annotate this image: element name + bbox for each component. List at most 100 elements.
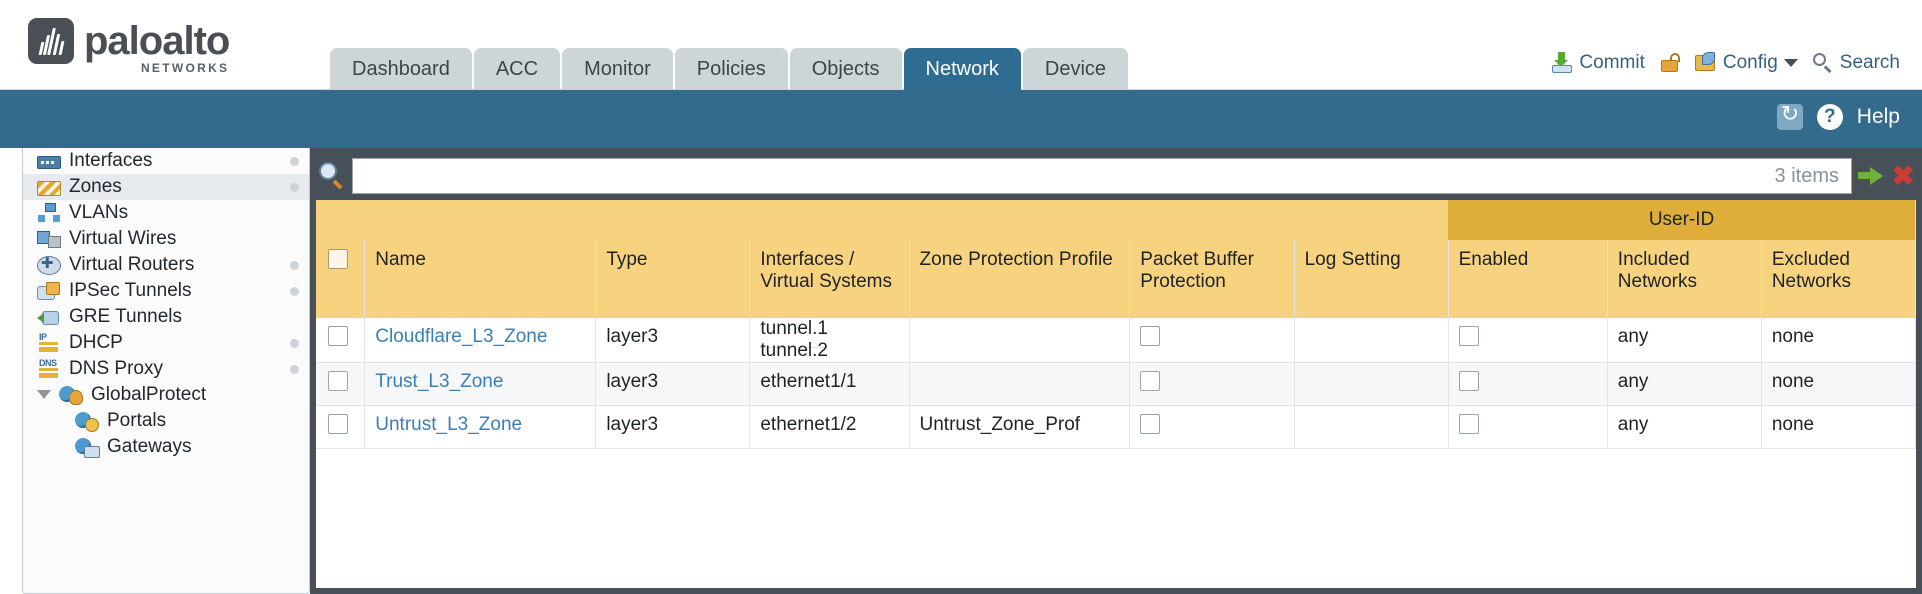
cell-zone-protection-profile <box>909 362 1131 406</box>
column-header-included-networks[interactable]: Included Networks <box>1607 240 1762 318</box>
row-checkbox[interactable] <box>328 326 348 346</box>
column-header-excluded-networks[interactable]: Excluded Networks <box>1761 240 1916 318</box>
gre-tunnels-icon <box>37 307 61 327</box>
gateways-icon <box>75 437 100 458</box>
column-header-name[interactable]: Name <box>364 240 597 318</box>
cell-enabled[interactable] <box>1448 405 1608 449</box>
row-select-cell[interactable] <box>316 362 366 406</box>
config-menu[interactable]: Config <box>1694 52 1798 74</box>
sidebar-item-label: GRE Tunnels <box>69 306 182 327</box>
config-wrench-icon <box>1694 52 1717 74</box>
expander-triangle-icon[interactable] <box>37 390 51 399</box>
cell-enabled[interactable] <box>1448 362 1608 406</box>
column-header-type[interactable]: Type <box>595 240 751 318</box>
commit-label: Commit <box>1579 52 1645 73</box>
column-header-interfaces[interactable]: Interfaces / Virtual Systems <box>749 240 910 318</box>
table-row[interactable]: Trust_L3_Zone layer3 ethernet1/1 any non… <box>316 362 1916 406</box>
cell-enabled[interactable] <box>1448 318 1608 363</box>
user-id-enabled-checkbox[interactable] <box>1458 414 1479 434</box>
cell-excluded-networks: none <box>1761 405 1916 449</box>
tab-network[interactable]: Network <box>903 48 1021 90</box>
select-all-header[interactable] <box>316 240 366 318</box>
tab-acc[interactable]: ACC <box>473 48 561 90</box>
sidebar-item-label: GlobalProtect <box>91 384 207 405</box>
zones-icon <box>37 180 61 196</box>
config-label: Config <box>1722 52 1778 73</box>
column-header-zone-protection-profile[interactable]: Zone Protection Profile <box>909 240 1131 318</box>
brand-logo[interactable]: paloalto NETWORKS <box>28 18 230 75</box>
sidebar-item-label: Virtual Routers <box>69 254 195 275</box>
row-checkbox[interactable] <box>328 414 348 434</box>
sidebar-item-zones[interactable]: Zones <box>23 174 309 200</box>
commit-icon <box>1551 52 1573 74</box>
tab-device[interactable]: Device <box>1022 48 1129 90</box>
packet-buffer-protection-checkbox[interactable] <box>1140 326 1161 346</box>
sidebar-item-label: VLANs <box>69 202 129 223</box>
refresh-icon[interactable] <box>1776 101 1803 130</box>
cell-name[interactable]: Trust_L3_Zone <box>364 362 597 406</box>
row-checkbox[interactable] <box>328 371 348 391</box>
cell-packet-buffer-protection[interactable] <box>1129 362 1295 406</box>
cell-log-setting <box>1294 362 1449 406</box>
status-dot <box>290 157 299 166</box>
user-id-enabled-checkbox[interactable] <box>1458 326 1479 346</box>
cell-packet-buffer-protection[interactable] <box>1129 318 1295 363</box>
sidebar-item-gre-tunnels[interactable]: GRE Tunnels <box>23 304 309 330</box>
sidebar-item-interfaces[interactable]: Interfaces <box>23 148 309 174</box>
table-group-header-row: User-ID <box>316 200 1916 240</box>
cell-interfaces: ethernet1/2 <box>749 405 910 449</box>
table-row[interactable]: Untrust_L3_Zone layer3 ethernet1/2 Untru… <box>316 405 1916 449</box>
table-row[interactable]: Cloudflare_L3_Zone layer3 tunnel.1 tunne… <box>316 310 1916 363</box>
column-header-enabled[interactable]: Enabled <box>1448 240 1608 318</box>
search-input[interactable]: 3 items <box>352 158 1852 194</box>
tab-objects[interactable]: Objects <box>789 48 902 90</box>
brand-name: paloalto <box>84 19 230 63</box>
clear-filter-icon[interactable]: ✖ <box>1891 161 1915 191</box>
packet-buffer-protection-checkbox[interactable] <box>1140 371 1161 391</box>
cell-name[interactable]: Cloudflare_L3_Zone <box>364 318 597 363</box>
sidebar-item-portals[interactable]: Portals <box>23 408 309 434</box>
sidebar-item-ipsec-tunnels[interactable]: IPSec Tunnels <box>23 278 309 304</box>
tab-dashboard[interactable]: Dashboard <box>330 48 472 90</box>
help-label[interactable]: Help <box>1856 105 1900 128</box>
sidebar-item-virtual-routers[interactable]: Virtual Routers <box>23 252 309 278</box>
row-select-cell[interactable] <box>316 405 366 449</box>
tab-monitor[interactable]: Monitor <box>562 48 673 90</box>
cell-type: layer3 <box>595 362 751 406</box>
sidebar-item-globalprotect[interactable]: GlobalProtect <box>23 382 309 408</box>
packet-buffer-protection-checkbox[interactable] <box>1140 414 1161 434</box>
search-button[interactable]: Search <box>1812 52 1900 74</box>
search-icon[interactable] <box>316 161 346 191</box>
search-label: Search <box>1839 52 1900 73</box>
column-header-packet-buffer-protection[interactable]: Packet Buffer Protection <box>1129 240 1295 318</box>
select-all-checkbox[interactable] <box>328 249 348 269</box>
apply-filter-arrow-icon[interactable] <box>1858 163 1884 189</box>
commit-button[interactable]: Commit <box>1551 52 1645 74</box>
dhcp-icon: IP <box>37 332 61 353</box>
sidebar-item-dns-proxy[interactable]: DNS DNS Proxy <box>23 356 309 382</box>
sidebar-item-label: IPSec Tunnels <box>69 280 192 301</box>
cell-name[interactable]: Untrust_L3_Zone <box>364 405 597 449</box>
interfaces-icon <box>37 156 61 169</box>
sidebar-item-virtual-wires[interactable]: Virtual Wires <box>23 226 309 252</box>
tab-policies[interactable]: Policies <box>674 48 788 90</box>
ipsec-tunnels-icon <box>37 281 61 301</box>
row-select-cell[interactable] <box>316 318 366 363</box>
left-sidebar: Interfaces Zones VLANs Virtual Wires Vir… <box>22 148 310 594</box>
column-header-log-setting[interactable]: Log Setting <box>1294 240 1449 318</box>
virtual-routers-icon <box>37 254 61 275</box>
context-band: ? Help <box>0 90 1922 148</box>
sidebar-item-vlans[interactable]: VLANs <box>23 200 309 226</box>
sidebar-item-dhcp[interactable]: IP DHCP <box>23 330 309 356</box>
cell-excluded-networks: none <box>1761 318 1916 363</box>
cell-packet-buffer-protection[interactable] <box>1129 405 1295 449</box>
brand-wordmark: paloalto NETWORKS <box>84 19 230 75</box>
cell-type: layer3 <box>595 405 751 449</box>
sidebar-item-gateways[interactable]: Gateways <box>23 434 309 460</box>
help-icon[interactable]: ? <box>1816 104 1843 130</box>
user-id-enabled-checkbox[interactable] <box>1458 371 1479 391</box>
cell-interfaces: ethernet1/1 <box>749 362 910 406</box>
search-filter-row: 3 items ✖ <box>310 154 1922 198</box>
lock-button[interactable] <box>1659 52 1681 74</box>
